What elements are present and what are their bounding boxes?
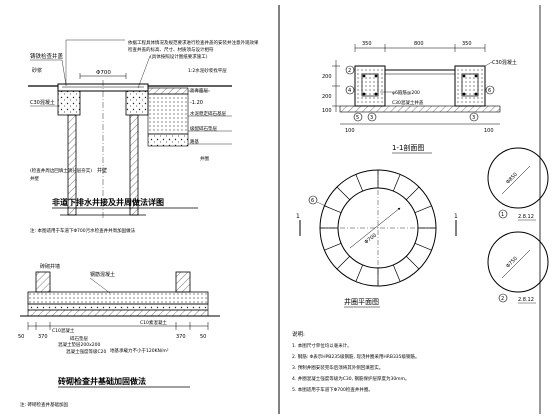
ring-segment-line bbox=[355, 264, 364, 282]
dim-side-3: 100 bbox=[322, 108, 332, 114]
callout-6: 6 bbox=[488, 88, 491, 94]
plan-marker: 6 bbox=[311, 198, 314, 204]
ring-segment-line bbox=[324, 205, 342, 214]
cover-label: 铸铁检查井盖 bbox=[30, 52, 64, 60]
note-4: 4. 井圈混凝土强度等级为C30, 钢筋保护层厚度为30mm。 bbox=[292, 375, 409, 382]
c30-label: C30混凝土 bbox=[492, 59, 517, 66]
bearing-label: 地基承载力不小于120KN/m² bbox=[110, 347, 169, 354]
dim-bottom-2: 100 bbox=[484, 128, 494, 134]
ring-segment-line bbox=[414, 242, 432, 251]
subbase-label: 级配碎石垫层 bbox=[190, 125, 217, 132]
section-mark-right: 1 bbox=[454, 213, 458, 220]
mortar-label: 砂浆 bbox=[32, 67, 42, 74]
callout-2: 2 bbox=[348, 68, 351, 74]
ring-segment-line bbox=[392, 174, 401, 192]
notes-heading: 说明: bbox=[292, 330, 305, 338]
ring2-dim: Φ750 bbox=[505, 256, 519, 270]
stirrup-label: φ6箍筋@200 bbox=[392, 89, 420, 96]
ring-segment-line bbox=[414, 205, 432, 214]
note-3: 3. 预制井圈安装完毕后须将其外侧回填密实。 bbox=[292, 364, 383, 371]
callout-circles: 2 4 5 3 3 6 bbox=[345, 65, 495, 122]
note-5: 5. 本图适用于车道下Φ700检查井井圈。 bbox=[292, 386, 373, 393]
cover-c30-label: C30混凝土井盖 bbox=[392, 99, 424, 106]
callout-3b: 3 bbox=[472, 115, 475, 121]
ring-segment-line bbox=[336, 186, 350, 200]
c10-label: C10混凝土 bbox=[52, 327, 75, 334]
note-2: 2. 钢筋: Φ表示HPB235级钢筋, 现浇井圈采用HRB335级钢筋。 bbox=[292, 353, 420, 360]
top-note-1: 依据工程具体情况及规范要求进行检查井盖的安装并注意外观效果 bbox=[128, 39, 259, 46]
plan-title: 井圈平面图 bbox=[344, 297, 379, 306]
ring1-dim: Φ850 bbox=[505, 172, 519, 186]
ring-segment-line bbox=[355, 174, 364, 192]
subgrade-label: 路基 bbox=[190, 138, 199, 145]
dim-side-1: 200 bbox=[322, 74, 332, 80]
pad-label: 混凝土垫层200x200 bbox=[58, 341, 100, 348]
rc-label: 钢筋混凝土 bbox=[90, 271, 115, 278]
dim-right-50: 50 bbox=[200, 334, 206, 340]
ring-segment-line bbox=[336, 256, 350, 270]
top-note-3: (具体按照设计图纸要求施工) bbox=[150, 53, 208, 60]
strength-label: 混凝土强度等级C20 bbox=[66, 348, 107, 355]
ring1-num: 1 bbox=[501, 212, 504, 218]
left-bottom-title: 砖砌检查井基础加固做法 bbox=[58, 376, 146, 386]
ring-segment-line bbox=[406, 256, 420, 270]
top-note-2: 检查井盖的标高、尺寸、材质须与设计相符 bbox=[128, 46, 214, 53]
dim-side-2: 200 bbox=[322, 94, 332, 100]
plain-concrete-label: C10素混凝土 bbox=[140, 319, 167, 326]
callout-5: 5 bbox=[356, 115, 359, 121]
rebar-rings: Φ850 2.8.12 1 Φ750 2.8.12 2 bbox=[487, 147, 549, 304]
plan-dim: Φ700 bbox=[364, 233, 378, 246]
brick-wall-label: 砖砌井墙 bbox=[40, 263, 60, 270]
inner-note: (检查井周边回填土须分层夯实) bbox=[30, 167, 92, 174]
left-top-detail: 井壁 Φ700 铸铁检查井盖 砂浆 C30混凝土 依据工程具体情况及规范要求进行… bbox=[28, 39, 259, 234]
left-bottom-note: 注: 砖砌检查井基础加固 bbox=[20, 401, 68, 408]
section-mark-left: 1 bbox=[296, 213, 300, 220]
callout-3a: 3 bbox=[370, 115, 373, 121]
note-1: 1. 本图尺寸单位均以毫米计。 bbox=[292, 342, 352, 349]
ring-segment-line bbox=[406, 186, 420, 200]
section-1-1: 350 800 350 200 200 100 100 100 2 bbox=[322, 41, 517, 154]
level-mark: -1.20 bbox=[190, 100, 203, 106]
ring-plan: Φ700 6 1 1 井圈平面图 bbox=[296, 169, 458, 308]
dim-top-1: 350 bbox=[362, 41, 372, 47]
shaft-width-dim: Φ700 bbox=[96, 70, 111, 76]
ring2-num: 2 bbox=[501, 296, 504, 302]
asphalt-label: 沥青面层 bbox=[190, 87, 208, 94]
dim-top-2: 800 bbox=[414, 41, 424, 47]
dim-right-370: 370 bbox=[176, 334, 186, 340]
inner-note-2: 井壁 bbox=[30, 175, 39, 182]
callout-4: 4 bbox=[348, 88, 351, 94]
ring1-label: 2.8.12 bbox=[518, 214, 534, 220]
left-top-note: 注: 本图适用于车道下Φ700污水检查井井周加固做法 bbox=[30, 227, 136, 234]
shaft-label: 井壁 bbox=[97, 167, 107, 174]
left-bottom-detail: 50 370 370 50 砖砌井墙 钢筋混凝土 C10混凝土 混凝土垫层200… bbox=[18, 263, 220, 408]
ring2-label: 2.8.12 bbox=[518, 297, 534, 303]
ring-segment-line bbox=[392, 264, 401, 282]
leveling-label: 1:2水泥砂浆找平层 bbox=[188, 67, 227, 74]
base-label: 水泥稳定碎石基层 bbox=[190, 110, 226, 117]
gravel-label: 碎石垫层 bbox=[70, 335, 88, 342]
ring-segment-line bbox=[324, 242, 342, 251]
section-title: 1-1剖面图 bbox=[392, 143, 424, 152]
ring-label: 井圈 bbox=[200, 155, 209, 162]
notes-block: 说明: 1. 本图尺寸单位均以毫米计。 2. 钢筋: Φ表示HPB235级钢筋,… bbox=[292, 330, 420, 393]
left-top-title: 非道下排水井接及井周做法详图 bbox=[52, 197, 164, 207]
dim-left-50: 50 bbox=[18, 334, 24, 340]
dim-left-370: 370 bbox=[38, 334, 48, 340]
dim-bottom-1: 100 bbox=[345, 128, 355, 134]
collar-concrete-label: C30混凝土 bbox=[30, 99, 55, 106]
dim-top-3: 350 bbox=[462, 41, 472, 47]
